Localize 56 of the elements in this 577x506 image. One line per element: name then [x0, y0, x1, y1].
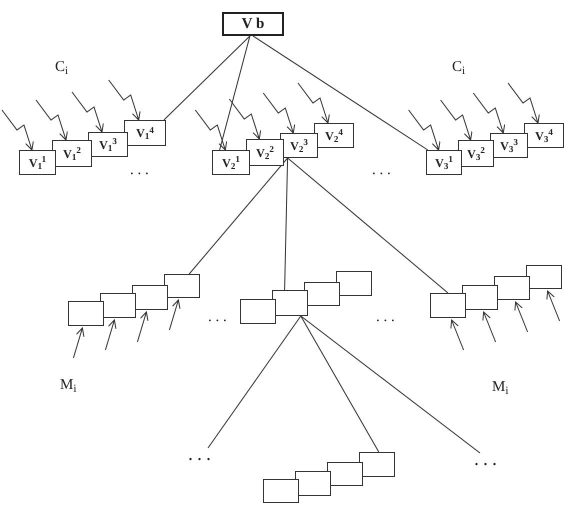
- lightning-arrow: [408, 110, 440, 150]
- connector-line: [188, 158, 288, 274]
- arrow: [482, 312, 496, 342]
- empty-box: [164, 274, 200, 298]
- arrow: [136, 312, 148, 342]
- connector-line: [219, 36, 250, 150]
- label-text: . . .: [130, 163, 149, 178]
- empty-box: [430, 293, 466, 318]
- empty-box: [304, 282, 340, 306]
- ellipsis: . . .: [466, 453, 506, 469]
- lightning-arrow: [108, 80, 141, 120]
- empty-box: [100, 293, 136, 318]
- empty-box: [359, 452, 395, 477]
- arrow: [546, 290, 560, 322]
- arrow: [514, 302, 528, 332]
- lightning-arrow: [36, 100, 68, 140]
- lightning-arrow: [1, 110, 34, 150]
- lightning-arrow: [262, 92, 296, 134]
- label-text: M$_{i}$: [492, 380, 508, 395]
- lightning-arrow: [472, 92, 506, 134]
- empty-box: [526, 265, 562, 289]
- empty-box: [132, 285, 168, 310]
- label-text: C$_{i}$: [452, 60, 466, 75]
- connector-line: [252, 36, 428, 150]
- lightning-arrow: [228, 98, 262, 140]
- connector-line: [300, 316, 480, 454]
- lightning-arrow: [194, 110, 228, 150]
- ellipsis: . . .: [180, 448, 220, 464]
- label-text: C$_{i}$: [55, 60, 68, 75]
- empty-box: [68, 301, 104, 326]
- lightning-arrow: [440, 100, 472, 140]
- connector-line: [284, 158, 288, 290]
- arrow: [104, 320, 116, 350]
- connector-line: [300, 316, 380, 452]
- empty-box: [295, 471, 331, 496]
- empty-box: [240, 299, 276, 324]
- label-text: . . .: [208, 310, 227, 325]
- empty-box: [336, 271, 372, 296]
- label-text: . . .: [376, 310, 395, 325]
- arrow: [72, 328, 84, 358]
- connector-line: [287, 158, 448, 294]
- root-box: V b: [222, 12, 284, 36]
- arrow: [168, 300, 180, 330]
- empty-box: [462, 285, 498, 310]
- empty-box: [263, 479, 299, 503]
- connector-line: [163, 36, 250, 120]
- lightning-arrow: [72, 92, 104, 132]
- empty-box: [494, 276, 530, 300]
- lightning-arrow: [508, 82, 540, 124]
- lightning-arrow: [298, 82, 330, 124]
- connector-line: [208, 316, 302, 448]
- label-text: . . .: [372, 163, 391, 178]
- empty-box: [327, 462, 363, 486]
- label-text: M$_{i}$: [60, 378, 76, 393]
- empty-box: [272, 290, 308, 316]
- arrow: [450, 320, 464, 350]
